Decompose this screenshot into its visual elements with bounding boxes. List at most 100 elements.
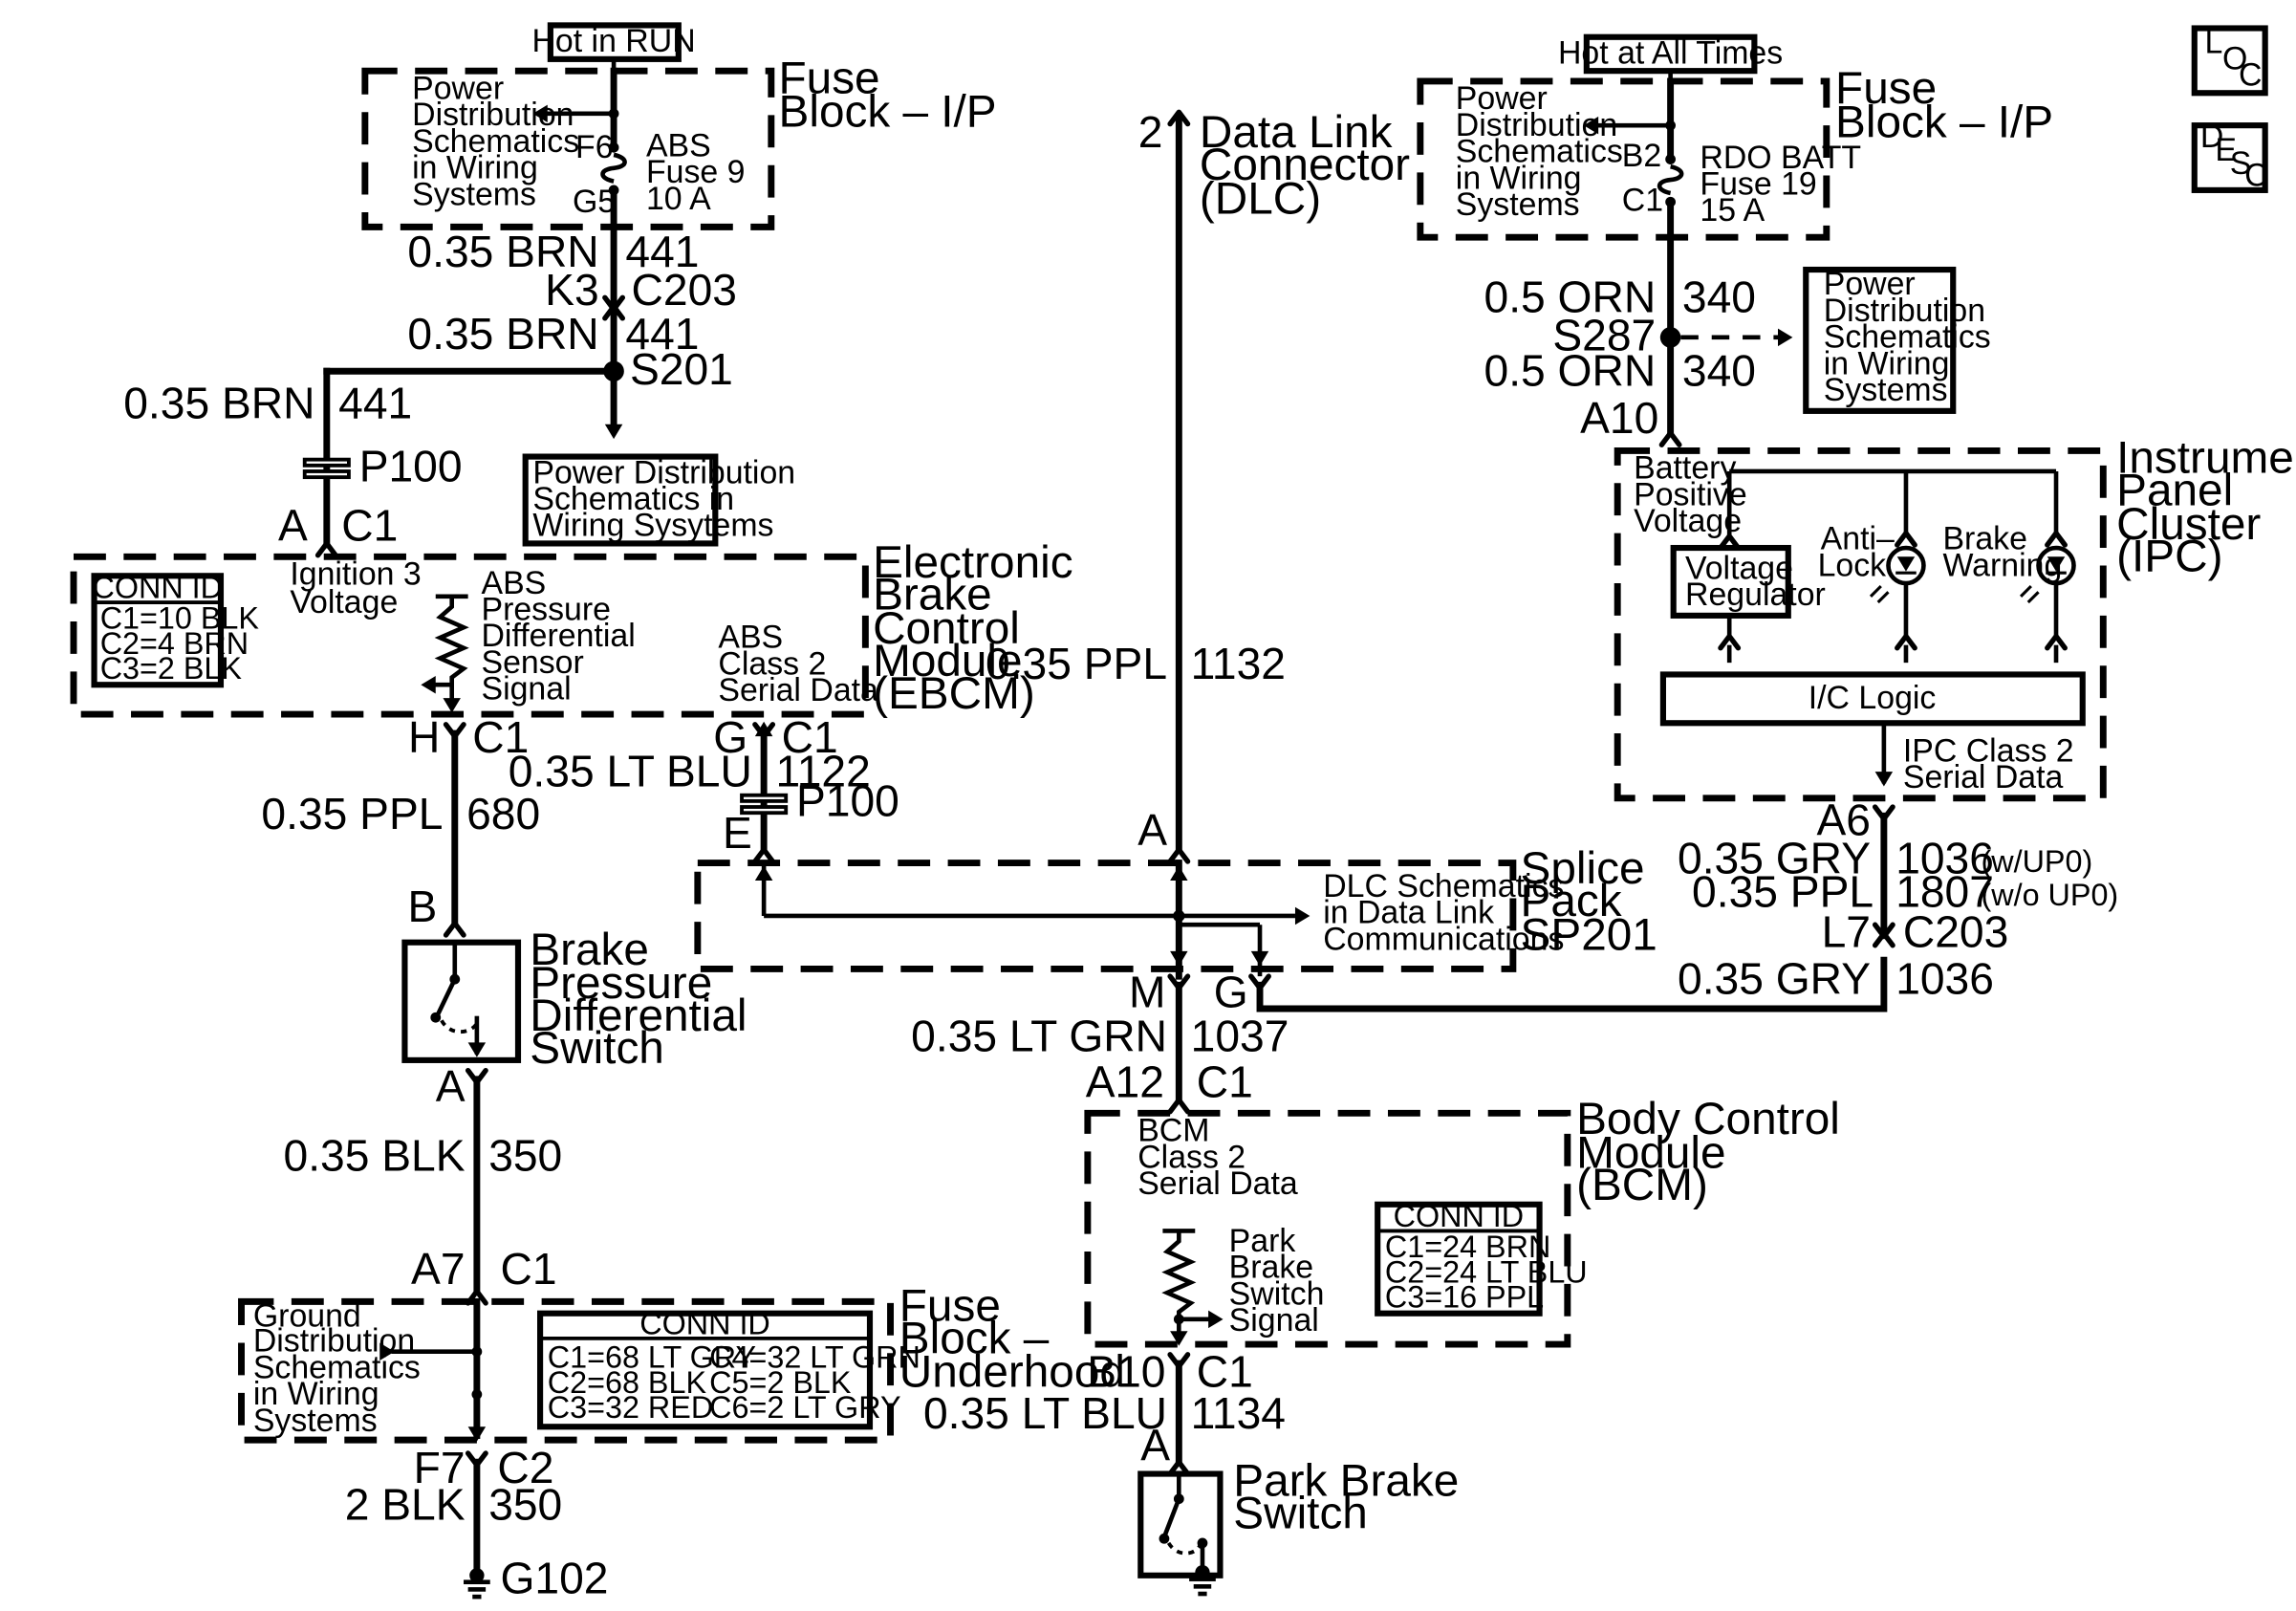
ground-distribution-ref: Ground Distribution Schematics in Wiring… [253, 1298, 429, 1439]
abs-fuse-9: ABS Fuse 9 10 A [646, 127, 754, 216]
splice-pack-sp201: Splice Pack SP201 DLC Schematics in Data… [694, 843, 1994, 1100]
wire-gauge-label: 2 BLK [345, 1479, 466, 1529]
ebcm-module: Electronic Brake Control Module (EBCM) C… [70, 537, 1073, 762]
wire-gauge-label: 0.35 GRY [1678, 954, 1871, 1004]
pin-b10-c1: C1 [1197, 1347, 1253, 1397]
wire-gauge-label: 0.35 PPL [986, 639, 1167, 688]
bcm-conn-id-table: C1=24 BRN C2=24 LT BLU C3=16 PPL [1385, 1230, 1596, 1314]
fuse-block-ip-right: Hot at All Times Fuse Block – I/P Power … [1417, 33, 2053, 445]
circuit-number-label: 340 [1682, 346, 1756, 396]
brake-warning-label: Brake Warning [1942, 521, 2062, 584]
underhood-conn-id-title: CONN ID [639, 1306, 770, 1340]
power-distribution-ref-right: Power Distribution Schematics in Wiring … [1456, 80, 1632, 223]
svg-text:E: E [2215, 132, 2237, 168]
pin-f6: F6 [575, 129, 614, 165]
switch-contact-icon [435, 978, 457, 1017]
inline-p100-label: P100 [359, 442, 463, 491]
fuse-block-underhood-title: Fuse Block – Underhood [899, 1280, 1125, 1397]
wire-gauge-label: 0.35 LT GRN [911, 1012, 1167, 1061]
arrow-up-icon [754, 865, 773, 882]
instrument-panel-cluster: Instrument Panel Cluster (IPC) Battery P… [1614, 433, 2296, 956]
wire-gauge-label: 0.35 LT BLU [923, 1388, 1167, 1438]
brake-pressure-switch-title: Brake Pressure Differential Switch [530, 925, 760, 1074]
underhood-conn-id-left: C1=68 LT GRY C2=68 BLK C3=32 RED [548, 1340, 765, 1425]
splice-s287 [1659, 327, 1681, 348]
ignition-3-voltage: Ignition 3 Voltage [290, 556, 430, 620]
circuit-number-label: 1036 [1895, 833, 1994, 882]
wire-gauge-label: 0.35 GRY [1678, 833, 1871, 882]
wire-gauge-label: 0.35 BRN [123, 379, 314, 428]
pin-m: M [1129, 967, 1165, 1016]
hot-at-all-times-label: Hot at All Times [1558, 34, 1783, 71]
dlc-schematics-ref: DLC Schematics in Data Link Communicatio… [1323, 868, 1573, 957]
wire-note: (w/o UP0) [1981, 878, 2118, 912]
power-distribution-box: Power Distribution Schematics in Wiring … [532, 454, 804, 543]
voltage-regulator: Voltage Regulator [1685, 550, 1826, 613]
wire-gauge-label: 0.35 PPL [1692, 867, 1874, 917]
pin-a: A [278, 500, 308, 550]
arrow-down-icon [1170, 950, 1188, 967]
bcm-class2-serial-data: BCM Class 2 Serial Data [1137, 1113, 1298, 1202]
pin-h-c1: C1 [472, 712, 529, 762]
pin-a: A [436, 1061, 466, 1111]
pin-a7-c1: C1 [501, 1244, 557, 1294]
pin-a6: A6 [1817, 795, 1872, 844]
fuse-block-underhood: Fuse Block – Underhood Ground Distributi… [238, 1280, 1125, 1602]
pin-a12: A12 [1086, 1056, 1164, 1106]
circuit-number-label: 1122 [775, 746, 870, 795]
splice-pack-title: Splice Pack SP201 [1521, 843, 1657, 960]
fuse-block-ip-left-title: Fuse Block – I/P [779, 53, 997, 137]
desc-legend: D E S C [2191, 119, 2268, 193]
arrow-down-icon [604, 424, 623, 440]
ground-icon [1189, 1577, 1216, 1597]
circuit-number-label: 441 [338, 379, 412, 428]
ground-g102: G102 [501, 1553, 609, 1602]
pin-c1: C1 [341, 500, 398, 550]
circuit-number-label: 350 [488, 1130, 562, 1180]
switch-contact-icon [1161, 1497, 1181, 1538]
circuit-number-label: 1036 [1895, 954, 1994, 1004]
arrow-right-icon [1208, 1310, 1224, 1329]
connector-c203: C203 [632, 265, 737, 315]
power-distribution-ref-left: Power Distribution Schematics in Wiring … [412, 70, 588, 212]
svg-text:C: C [2239, 57, 2262, 94]
body-control-module: A12 C1 Body Control Module (BCM) BCM Cla… [923, 1056, 1840, 1597]
pin-e: E [723, 808, 752, 858]
svg-text:D: D [2200, 119, 2223, 155]
fuse-block-ip-right-title: Fuse Block – I/P [1835, 63, 2053, 147]
park-brake-switch-signal: Park Brake Switch Signal [1229, 1223, 1333, 1339]
battery-positive-voltage: Battery Positive Voltage [1634, 450, 1756, 539]
wire-gauge-label: 0.5 ORN [1484, 272, 1657, 322]
pin-g5: G5 [573, 184, 616, 220]
arrow-up-icon [1170, 865, 1188, 882]
pin-c1: C1 [1622, 182, 1663, 218]
inline-p100-label: P100 [796, 775, 899, 825]
park-brake-signal-resistor-icon [1161, 1230, 1197, 1340]
pin-l7: L7 [1822, 906, 1871, 956]
arrow-down-icon [443, 698, 461, 713]
splice-s201-label: S201 [630, 344, 733, 394]
wire-gauge-label: 0.35 BRN [407, 227, 598, 276]
arrow-right-icon [1294, 906, 1310, 925]
circuit-number-label: 441 [625, 309, 699, 359]
circuit-number-label: 1807 [1895, 867, 1994, 917]
abs-pressure-sensor-signal: ABS Pressure Differential Sensor Signal [481, 565, 644, 708]
pin-g: G [713, 712, 747, 762]
wire-note: (w/UP0) [1981, 844, 2092, 879]
pin-a10: A10 [1580, 393, 1658, 443]
pin-h: H [408, 712, 440, 762]
wire-gauge-label: 0.35 LT BLU [509, 746, 752, 795]
circuit-number-label: 1037 [1191, 1012, 1289, 1061]
pin-g: G [1214, 967, 1248, 1016]
pressure-sensor-resistor-icon [434, 596, 469, 705]
ipc-class2-serial-data: IPC Class 2 Serial Data [1903, 732, 2083, 795]
fuse-block-ip-left: Hot in RUN Fuse Block – I/P Power Distri… [123, 22, 997, 555]
ebcm-conn-id-title: CONN ID [93, 570, 224, 604]
circuit-number-label: 1132 [1191, 639, 1286, 688]
svg-text:L: L [2205, 25, 2223, 61]
circuit-number-label: 350 [488, 1479, 562, 1529]
svg-text:C: C [2244, 157, 2267, 193]
arrow-down-icon [1874, 772, 1894, 787]
park-brake-switch-title: Park Brake Switch [1233, 1456, 1471, 1539]
pin-a7: A7 [411, 1244, 466, 1294]
